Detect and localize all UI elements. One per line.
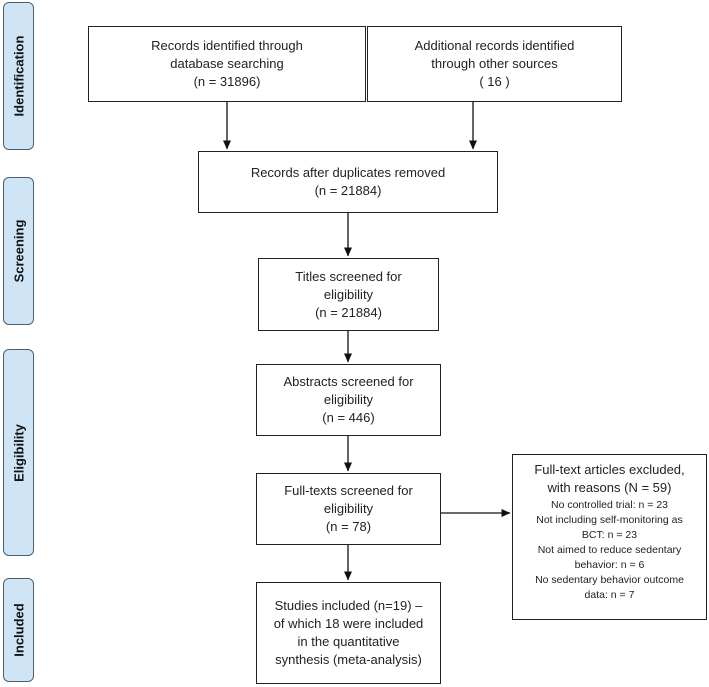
box-duplicates-removed: Records after duplicates removed (n = 21… <box>198 151 498 213</box>
phase-identification-label: Identification <box>11 35 26 117</box>
excluded-reason: Not aimed to reduce sedentary behavior: … <box>537 544 682 571</box>
box-titles-screened-text: Titles screened for eligibility (n = 218… <box>295 268 402 320</box>
box-fulltext-excluded: Full-text articles excluded, with reason… <box>512 454 707 620</box>
phase-screening-label: Screening <box>11 219 26 283</box>
phase-screening: Screening <box>3 177 34 325</box>
phase-eligibility-label: Eligibility <box>11 423 26 482</box>
phase-included: Included <box>3 578 34 682</box>
box-titles-screened: Titles screened for eligibility (n = 218… <box>258 258 439 331</box>
box-fulltexts-screened: Full-texts screened for eligibility (n =… <box>256 473 441 545</box>
excluded-reason: No controlled trial: n = 23 <box>550 499 669 511</box>
excluded-reason: No sedentary behavior outcome data: n = … <box>535 574 684 601</box>
phase-eligibility: Eligibility <box>3 349 34 556</box>
box-fulltexts-screened-text: Full-texts screened for eligibility (n =… <box>284 483 413 534</box>
box-studies-included: Studies included (n=19) – of which 18 we… <box>256 582 441 684</box>
phase-identification: Identification <box>3 2 34 150</box>
box-other-records: Additional records identified through ot… <box>367 26 622 102</box>
excluded-heading: Full-text articles excluded, with reason… <box>534 462 685 495</box>
box-other-records-text: Additional records identified through ot… <box>414 38 575 89</box>
box-abstracts-screened: Abstracts screened for eligibility (n = … <box>256 364 441 436</box>
box-database-records: Records identified through database sear… <box>88 26 366 102</box>
box-database-records-text: Records identified through database sear… <box>151 38 303 89</box>
box-abstracts-screened-text: Abstracts screened for eligibility (n = … <box>283 374 414 425</box>
box-studies-included-text: Studies included (n=19) – of which 18 we… <box>273 598 424 667</box>
phase-included-label: Included <box>11 603 26 657</box>
excluded-reason: Not including self-monitoring as BCT: n … <box>536 514 683 541</box>
box-duplicates-removed-text: Records after duplicates removed (n = 21… <box>250 165 446 198</box>
